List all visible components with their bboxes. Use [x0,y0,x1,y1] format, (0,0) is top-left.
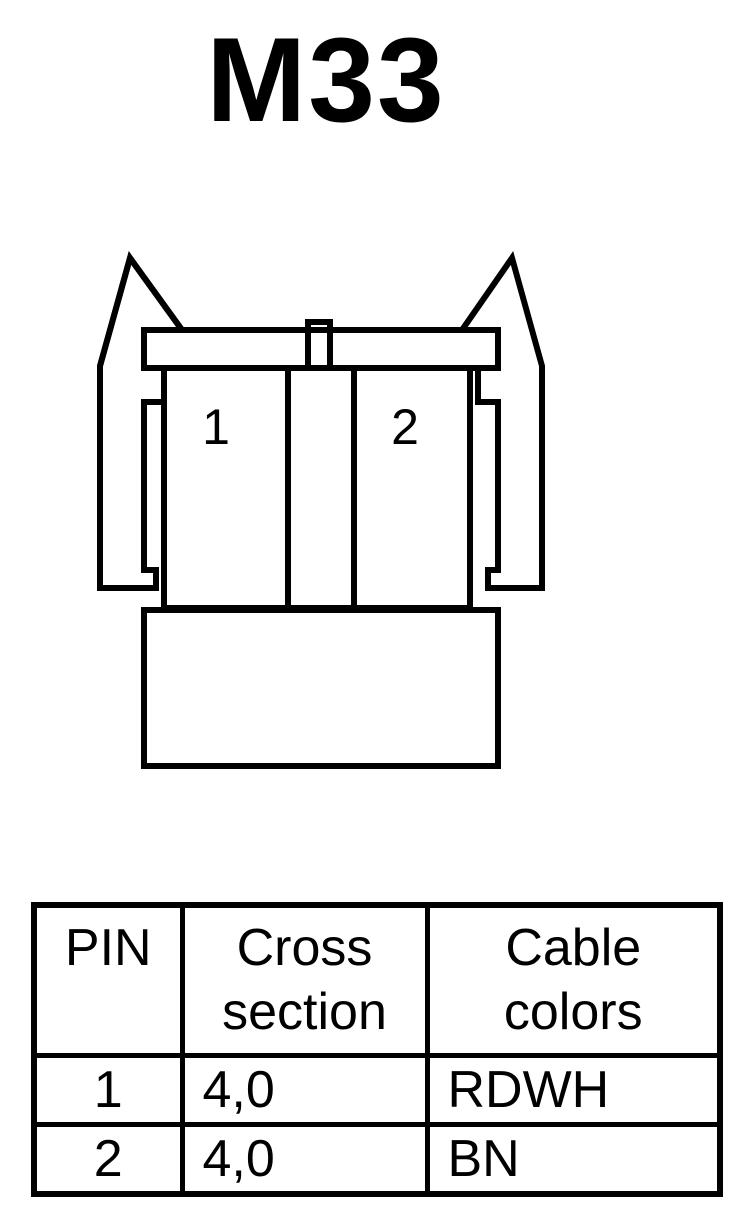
header-cross-section-line2: section [222,983,387,1041]
header-pin: PIN [31,902,185,1058]
header-cross-section-line1: Cross [236,919,373,977]
pin-label-2: 2 [391,399,419,455]
header-pin-line: PIN [64,919,152,977]
cell-pin: 1 [31,1052,185,1127]
header-cross-section: Cross section [179,902,430,1058]
cell-cable-color: RDWH [424,1052,723,1127]
left-latch-arm [97,251,188,591]
cell-cross-section: 4,0 [179,1121,430,1196]
table-header-row: PIN Cross section Cable colors [31,902,723,1058]
header-cable-colors-line2: colors [503,983,643,1041]
pin-label-1: 1 [202,399,230,455]
header-cable-colors-line1: Cable [505,919,642,977]
connector-flange-bar [141,327,501,371]
table-row: 2 4,0 BN [31,1121,723,1196]
cell-cross-section: 4,0 [179,1052,430,1127]
pin-table: PIN Cross section Cable colors 1 4,0 RDW… [31,902,723,1197]
connector-diagram: 1 2 [97,251,545,769]
right-latch-arm [456,251,545,591]
cell-cable-color: BN [424,1121,723,1196]
cell-pin: 2 [31,1121,185,1196]
header-cable-colors: Cable colors [424,902,723,1058]
page-title: M33 [206,13,446,147]
connector-base [141,607,501,769]
table-row: 1 4,0 RDWH [31,1052,723,1127]
